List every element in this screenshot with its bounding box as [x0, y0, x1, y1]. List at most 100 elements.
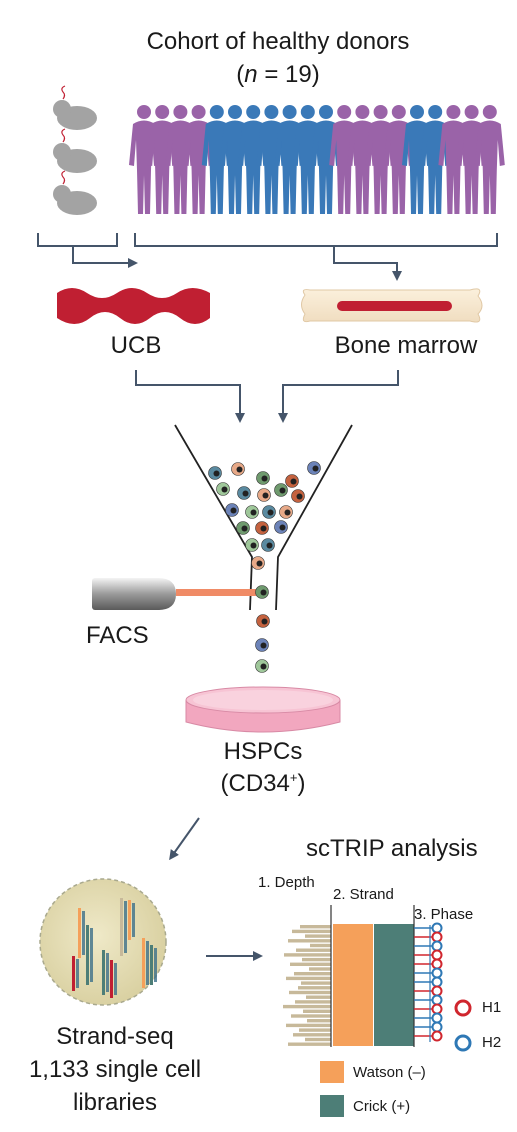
depth-bar — [294, 972, 331, 976]
phase-marker — [414, 1012, 443, 1024]
facs-label: FACS — [86, 622, 149, 649]
depth-bar — [301, 981, 331, 985]
crick-legend-label: Crick (+) — [353, 1098, 411, 1115]
h1-label: H1 — [482, 999, 502, 1016]
chromosome — [78, 908, 85, 958]
donor-figure — [183, 105, 214, 214]
step-strand-label: 2. Strand — [333, 886, 394, 903]
chromosome — [110, 960, 117, 998]
depth-bar — [293, 1033, 331, 1037]
phase-marker — [414, 967, 443, 979]
depth-bar — [292, 929, 331, 934]
donor-figure — [274, 105, 305, 214]
depth-bar — [302, 957, 331, 962]
merge-arrows — [135, 370, 399, 423]
phase-marker — [414, 1021, 443, 1033]
chromosome — [142, 938, 149, 988]
donor-figure — [456, 105, 487, 214]
hspc-cell — [231, 462, 245, 476]
ucb-tissue-icon — [57, 288, 210, 324]
donor-figure — [238, 105, 269, 214]
sctrip-panel — [283, 905, 472, 1117]
cohort-brackets — [37, 233, 498, 281]
step-depth-label: 1. Depth — [258, 874, 315, 891]
libraries-label: libraries — [72, 1089, 158, 1116]
depth-bar — [284, 953, 331, 957]
phase-marker — [414, 931, 443, 943]
facs-laser — [92, 578, 256, 610]
donor-figure — [201, 105, 232, 214]
phase-marker — [414, 976, 443, 988]
cohort-size: (n = 19) — [236, 61, 320, 88]
hspc-cell — [256, 471, 270, 485]
h2-label: H2 — [482, 1034, 502, 1051]
donor-figure — [365, 105, 396, 214]
depth-bar — [295, 1000, 331, 1004]
donor-figure — [383, 105, 414, 214]
chromosome — [102, 950, 109, 995]
hspc-cell — [256, 614, 270, 628]
hspc-cell — [255, 659, 269, 673]
strandseq-label: Strand-seq — [56, 1023, 174, 1050]
hspc-cell — [236, 521, 250, 535]
hspc-cell — [237, 486, 251, 500]
bone-marrow-label: Bone marrow — [334, 332, 478, 359]
hspc-cell — [261, 538, 275, 552]
ucb-label: UCB — [110, 332, 162, 359]
library-count-label: 1,133 single cell — [28, 1056, 202, 1083]
step-phase-label: 3. Phase — [414, 906, 474, 923]
adult-donor-figures — [129, 105, 505, 214]
chromosome — [150, 945, 157, 985]
depth-bar — [305, 1037, 331, 1042]
phase-marker — [414, 1030, 443, 1042]
depth-bar — [299, 1028, 331, 1032]
donor-figure — [292, 105, 323, 214]
hspc-cell — [255, 585, 269, 599]
chromosome — [72, 956, 79, 991]
phase-marker — [414, 1003, 443, 1015]
hspc-cell — [245, 538, 259, 552]
hspc-cell — [208, 466, 222, 480]
hspc-cells — [208, 461, 321, 673]
depth-bar — [288, 939, 331, 943]
depth-bar — [305, 934, 331, 938]
donor-figure — [165, 105, 196, 214]
donor-figure — [311, 105, 341, 214]
watson-legend-swatch — [320, 1061, 344, 1083]
depth-bar — [290, 962, 331, 966]
depth-bar — [307, 1019, 331, 1023]
newborn-donors — [53, 85, 97, 215]
donor-figure — [402, 105, 432, 214]
donor-figure — [438, 105, 469, 214]
petri-dish — [185, 686, 341, 733]
arrow-to-strandseq — [169, 817, 200, 861]
bone-icon — [301, 288, 483, 323]
sorting-funnel — [174, 424, 353, 611]
baby-icon — [53, 85, 97, 130]
depth-bar — [289, 990, 331, 995]
donor-figure — [147, 105, 178, 214]
phase-marker — [414, 994, 443, 1006]
depth-bar — [306, 995, 331, 999]
chromosome — [128, 900, 135, 940]
baby-icon — [53, 128, 97, 173]
depth-bar — [300, 925, 331, 929]
hspc-cell — [255, 521, 269, 535]
donor-figure — [129, 105, 159, 214]
donor-figure — [474, 105, 505, 214]
depth-bar — [291, 1014, 331, 1018]
strandseq-cell — [39, 878, 167, 1006]
phase-marker — [414, 949, 443, 961]
phase-marker — [414, 940, 443, 952]
hspc-cell — [279, 505, 293, 519]
donor-figure — [347, 105, 378, 214]
sctrip-title: scTRIP analysis — [306, 835, 478, 862]
hspc-cell — [216, 482, 230, 496]
hspc-cell — [285, 474, 299, 488]
phase-marker — [414, 985, 443, 997]
hspc-cell — [255, 638, 269, 652]
depth-bar — [309, 967, 331, 971]
depth-bar — [286, 976, 331, 981]
donor-figure — [220, 105, 250, 214]
hspc-cell — [257, 488, 271, 502]
